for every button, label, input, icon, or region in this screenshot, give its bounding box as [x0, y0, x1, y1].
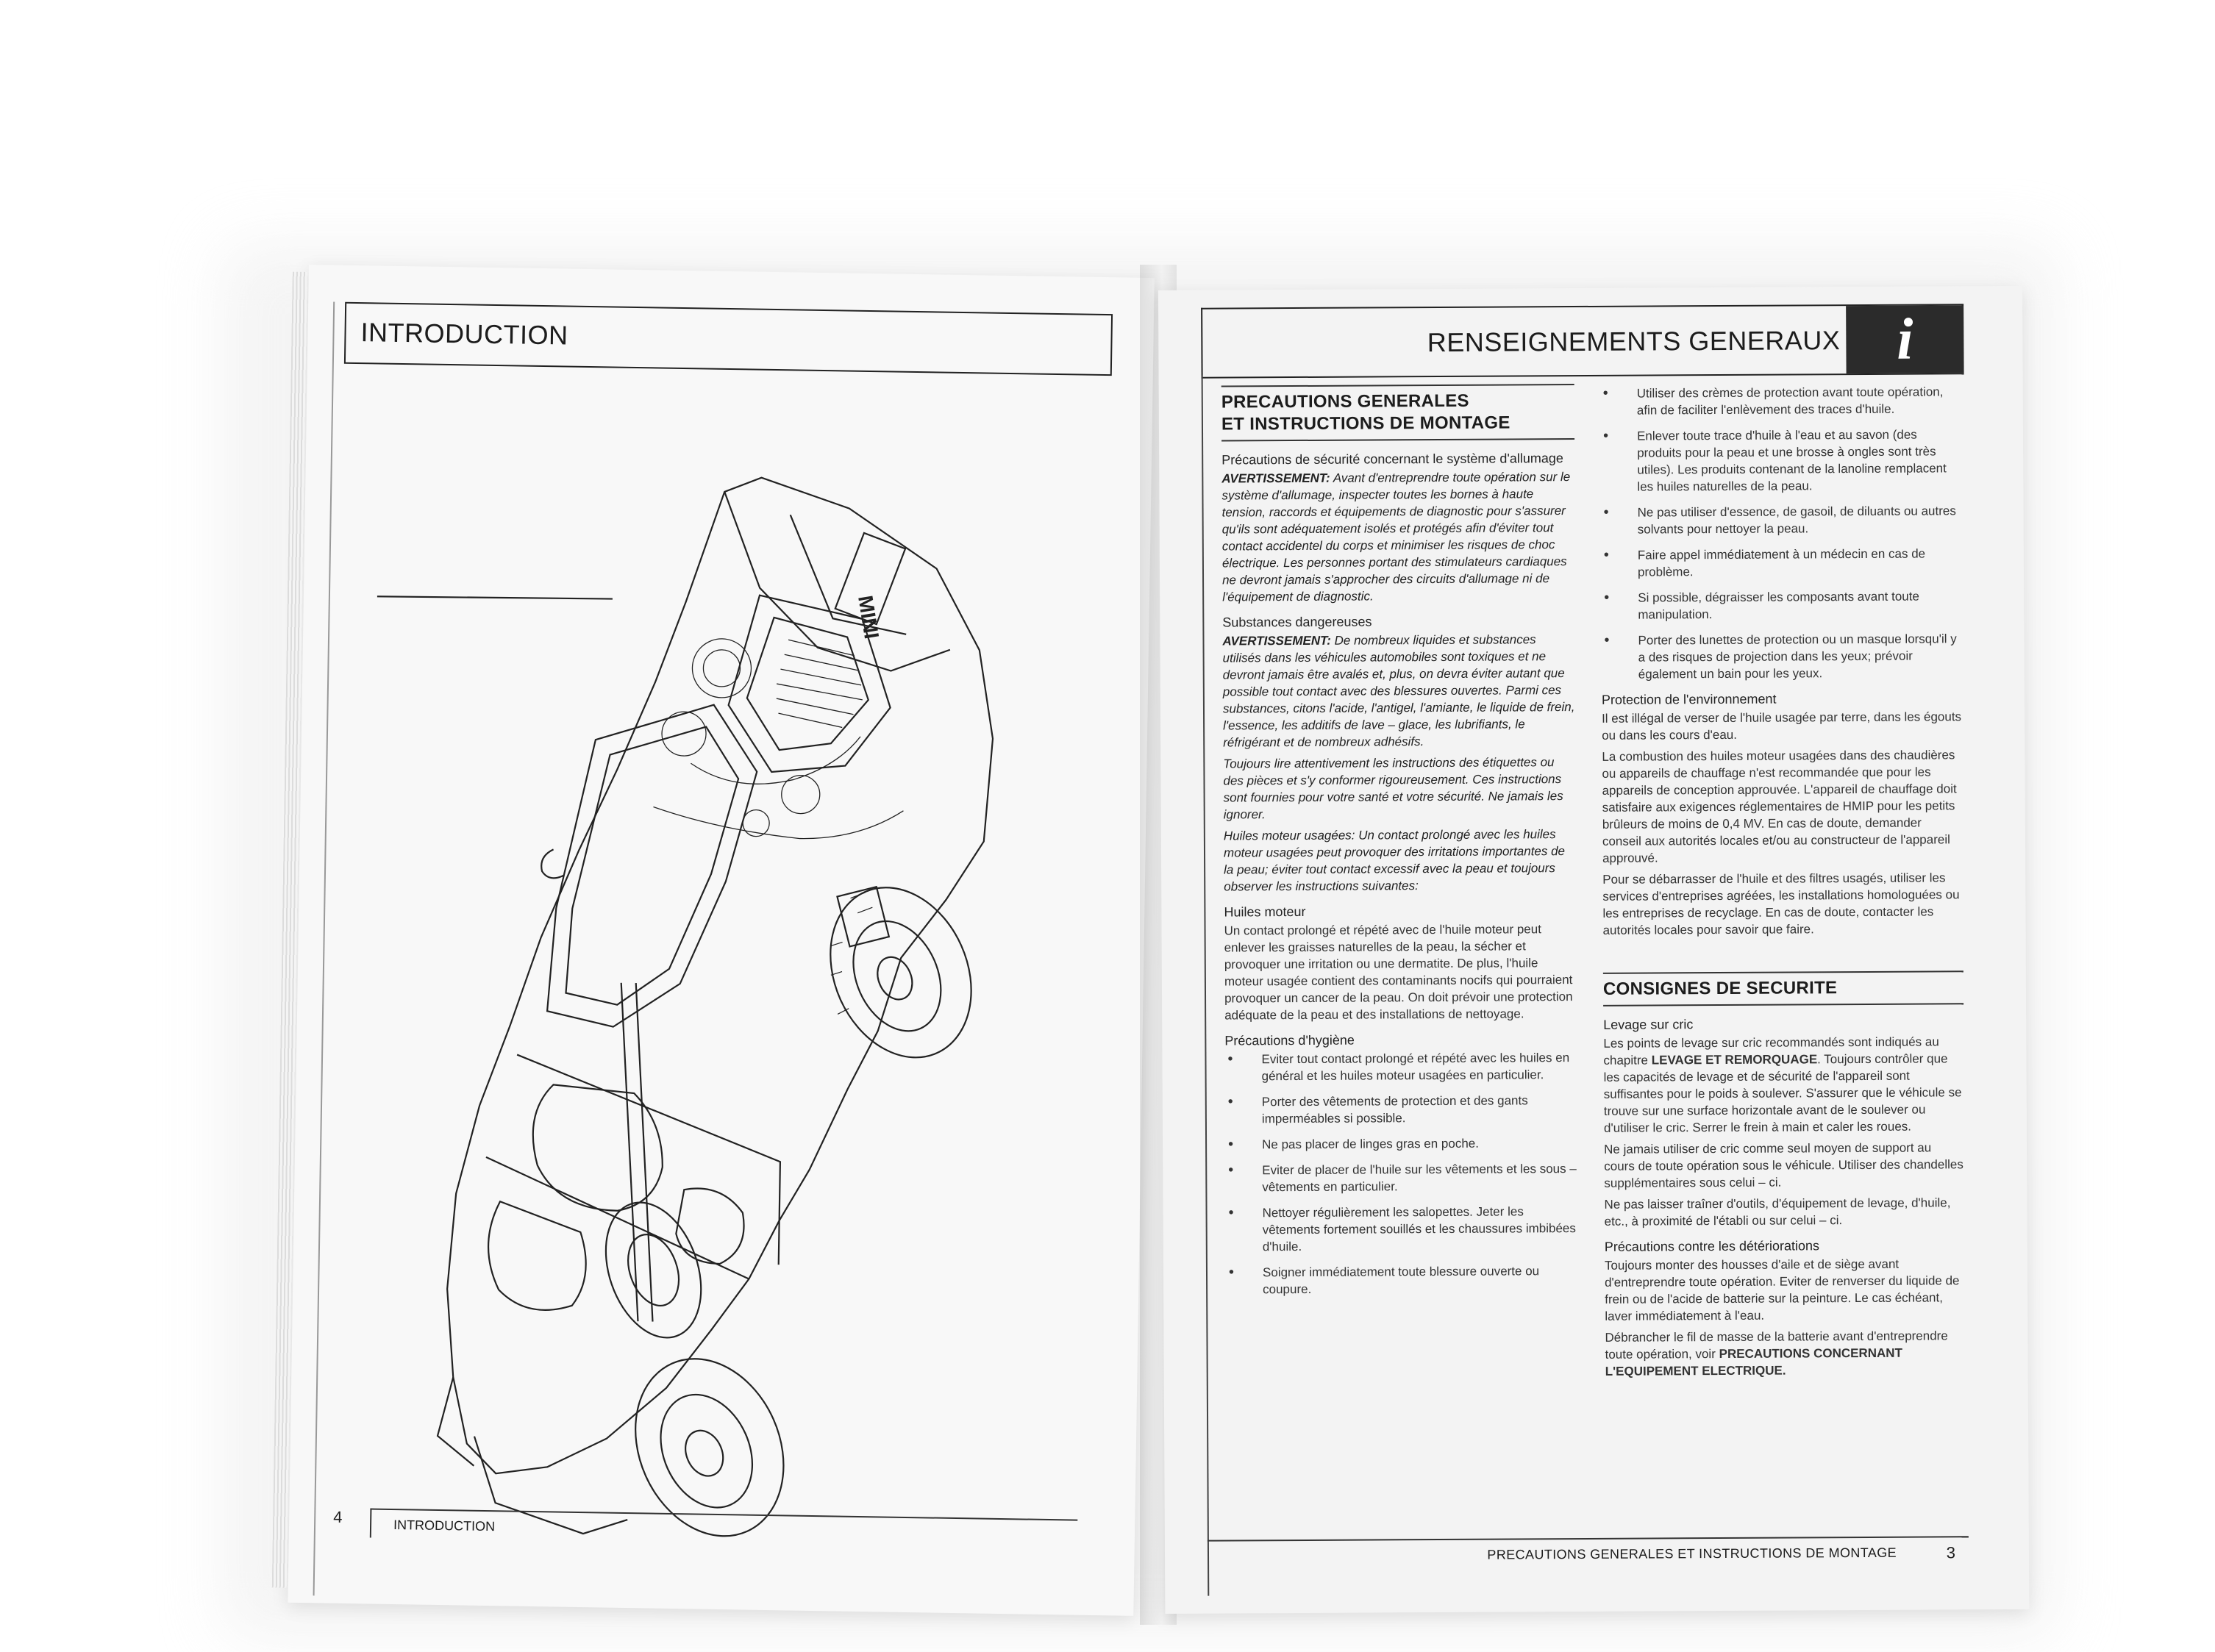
svg-text:MINI: MINI [854, 594, 883, 640]
footer-rule [1207, 1536, 1969, 1542]
paragraph-levage-3: Ne pas laisser traîner d'outils, d'équip… [1604, 1195, 1951, 1229]
car-cutaway-illustration: MINI [362, 476, 994, 1537]
skin-care-list: Utiliser des crèmes de protection avant … [1600, 383, 1962, 683]
right-header-box: RENSEIGNEMENTS GENERAUX i [1201, 304, 1964, 379]
hygiene-list: Eviter tout contact prolongé et répété a… [1224, 1049, 1579, 1298]
subheading-allumage: Précautions de sécurité concernant le sy… [1221, 451, 1563, 468]
list-item: Nettoyer régulièrement les salopettes. J… [1226, 1203, 1579, 1256]
subheading-substances: Substances dangereuses [1222, 614, 1372, 630]
info-icon: i [1846, 305, 1964, 374]
section-title-line1: PRECAUTIONS GENERALES [1221, 390, 1469, 412]
right-footer-label: PRECAUTIONS GENERALES ET INSTRUCTIONS DE… [1487, 1545, 1897, 1562]
list-item: Faire appel immédiatement à un médecin e… [1601, 545, 1961, 581]
list-item: Ne pas placer de linges gras en poche. [1225, 1134, 1578, 1154]
list-item: Utiliser des crèmes de protection avant … [1600, 383, 1961, 419]
warning-label: AVERTISSEMENT: [1222, 633, 1331, 648]
subheading-huiles: Huiles moteur [1224, 904, 1306, 920]
list-item: Eviter de placer de l'huile sur les vête… [1225, 1160, 1578, 1196]
paragraph-environment-3: Pour se débarrasser de l'huile et des fi… [1602, 870, 1960, 937]
subheading-deteriorations: Précautions contre les détériorations [1604, 1238, 1820, 1254]
chapter-reference: LEVAGE ET REMORQUAGE [1651, 1052, 1818, 1068]
left-footer-label: INTRODUCTION [393, 1517, 496, 1534]
paragraph-huiles: Un contact prolongé et répété avec de l'… [1224, 922, 1573, 1023]
list-item: Porter des lunettes de protection ou un … [1601, 630, 1961, 683]
paragraph-levage-1: Les points de levage sur cric recommandé… [1603, 1033, 1964, 1137]
right-page-number: 3 [1946, 1543, 1956, 1562]
right-frame-rule [1201, 375, 1210, 1596]
right-page-title: RENSEIGNEMENTS GENERAUX [1427, 325, 1841, 358]
warning-labels-note: Toujours lire attentivement les instruct… [1223, 755, 1563, 822]
list-item: Porter des vêtements de protection et de… [1225, 1092, 1578, 1128]
warning-text: De nombreux liquides et substances utili… [1222, 632, 1575, 750]
side-rule [313, 301, 335, 1596]
subheading-environment: Protection de l'environnement [1601, 691, 1777, 707]
list-item: Si possible, dégraisser les composants a… [1601, 587, 1961, 623]
list-item: Enlever toute trace d'huile à l'eau et a… [1600, 426, 1961, 496]
warning-used-oils: Huiles moteur usagées: Un contact prolon… [1223, 827, 1566, 894]
list-item: Ne pas utiliser d'essence, de gasoil, de… [1601, 502, 1961, 538]
section-title-securite: CONSIGNES DE SECURITE [1602, 970, 1964, 1006]
list-item: Soigner immédiatement toute blessure ouv… [1226, 1262, 1579, 1298]
warning-text: Avant d'entreprendre toute opération sur… [1221, 470, 1571, 604]
paragraph-deteriorations-1: Toujours monter des housses d'aile et de… [1604, 1256, 1960, 1323]
left-header-box: INTRODUCTION [343, 301, 1113, 376]
right-page: RENSEIGNEMENTS GENERAUX i PRECAUTIONS GE… [1158, 285, 2030, 1614]
right-footer: PRECAUTIONS GENERALES ET INSTRUCTIONS DE… [1165, 1536, 2029, 1584]
paragraph-deteriorations-2: Débrancher le fil de masse de la batteri… [1605, 1327, 1965, 1380]
section-title-precautions: PRECAUTIONS GENERALES ET INSTRUCTIONS DE… [1221, 384, 1575, 442]
subheading-hygiene: Précautions d'hygiène [1224, 1032, 1355, 1048]
subheading-levage: Levage sur cric [1603, 1017, 1694, 1032]
paragraph-environment-1: Il est illégal de verser de l'huile usag… [1602, 709, 1962, 743]
left-column: PRECAUTIONS GENERALES ET INSTRUCTIONS DE… [1221, 384, 1580, 1306]
warning-substances: AVERTISSEMENT: De nombreux liquides et s… [1222, 631, 1576, 751]
left-page-title: INTRODUCTION [360, 317, 568, 351]
list-item: Eviter tout contact prolongé et répété a… [1224, 1049, 1577, 1085]
paragraph-levage-2: Ne jamais utiliser de cric comme seul mo… [1604, 1140, 1963, 1190]
warning-allumage: AVERTISSEMENT: Avant d'entreprendre tout… [1221, 468, 1575, 606]
left-page: INTRODUCTION [271, 265, 1155, 1616]
section-title-line2: ET INSTRUCTIONS DE MONTAGE [1221, 412, 1510, 435]
left-page-number: 4 [333, 1507, 343, 1526]
warning-label: AVERTISSEMENT: [1221, 471, 1330, 486]
right-column: Utiliser des crèmes de protection avant … [1600, 382, 1966, 1384]
paragraph-environment-2: La combustion des huiles moteur usagées … [1602, 748, 1957, 865]
